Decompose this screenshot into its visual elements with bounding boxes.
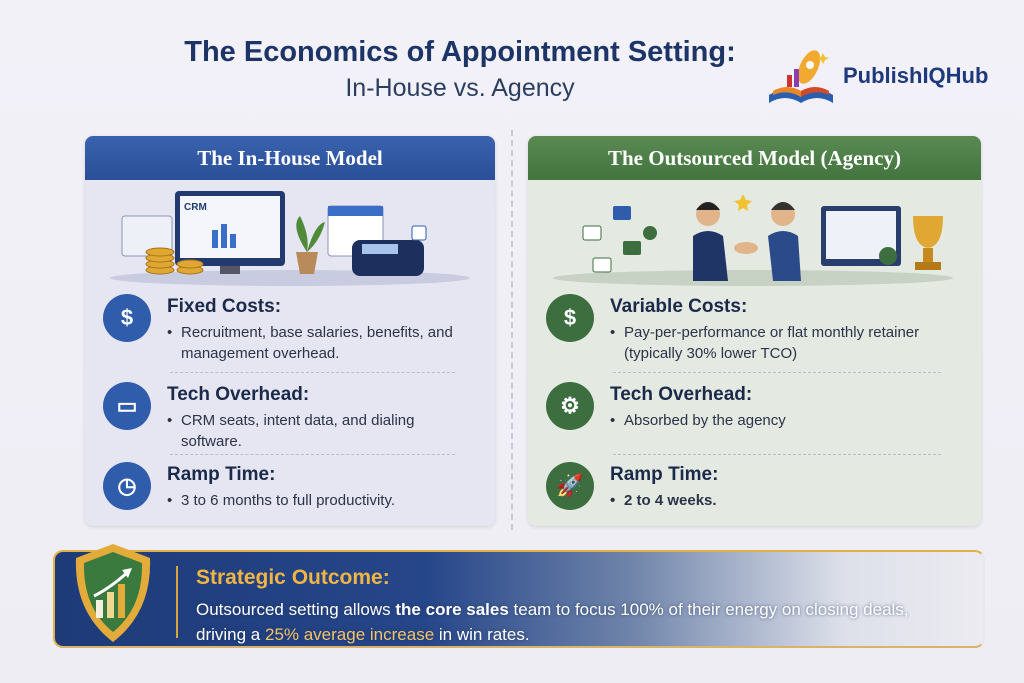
item-text: Pay-per-performance or flat monthly reta… [610, 322, 961, 364]
agency-header: The Outsourced Model (Agency) [528, 136, 981, 180]
item-text: Recruitment, base salaries, benefits, an… [167, 322, 475, 364]
shield-growth-icon [75, 544, 151, 642]
office-setup-illustration: CRM [110, 191, 470, 286]
item-text: 2 to 4 weeks. [610, 490, 718, 511]
outcome-highlight: 25% average increase [264, 625, 435, 644]
column-divider [511, 130, 513, 530]
fixed-costs-item: $ Fixed Costs: Recruitment, base salaries… [103, 294, 475, 364]
gear-icon: ⚙ [546, 382, 594, 430]
crm-label: CRM [184, 202, 207, 213]
separator [170, 454, 455, 455]
variable-costs-item: $ Variable Costs: Pay-per-performance or … [546, 294, 961, 364]
outcome-text-part: team to focus 100% of their energy on cl… [196, 600, 909, 644]
in-house-header: The In-House Model [85, 136, 495, 180]
book-rocket-logo-icon [769, 50, 833, 103]
coins-dollar-icon: $ [103, 294, 151, 342]
item-title: Fixed Costs: [167, 296, 282, 317]
ramp-time-item: 🚀 Ramp Time: 2 to 4 weeks. [546, 462, 961, 511]
clock-icon: ◷ [103, 462, 151, 510]
item-title: Tech Overhead: [610, 384, 753, 405]
item-title: Variable Costs: [610, 296, 748, 317]
flowchart-dollar-icon: $ [546, 294, 594, 342]
monitor-icon: ▭ [103, 382, 151, 430]
item-text: CRM seats, intent data, and dialing soft… [167, 410, 475, 452]
item-title: Ramp Time: [167, 464, 276, 485]
outcome-text: Outsourced setting allows the core sales… [196, 597, 916, 647]
handshake-illustration [553, 194, 953, 286]
in-house-card: The In-House Model CRM $ Fixed Costs: Rec… [85, 136, 495, 526]
rocket-icon: 🚀 [546, 462, 594, 510]
tech-overhead-item: ⚙ Tech Overhead: Absorbed by the agency [546, 382, 961, 431]
separator [613, 454, 941, 455]
page-title: The Economics of Appointment Setting: [184, 36, 736, 68]
tech-overhead-item: ▭ Tech Overhead: CRM seats, intent data, … [103, 382, 475, 452]
outcome-text-part: in win rates. [434, 625, 530, 644]
agency-card: The Outsourced Model (Agency) $ Variable… [528, 136, 981, 526]
banner-divider [176, 566, 178, 638]
separator [170, 372, 455, 373]
strategic-outcome-banner [53, 550, 985, 648]
item-title: Tech Overhead: [167, 384, 310, 405]
logo: PublishIQHub [765, 44, 995, 108]
outcome-title: Strategic Outcome: [196, 566, 390, 589]
page-subtitle: In-House vs. Agency [345, 74, 575, 102]
logo-text: PublishIQHub [843, 63, 989, 88]
ramp-time-item: ◷ Ramp Time: 3 to 6 months to full produc… [103, 462, 475, 511]
item-text: 3 to 6 months to full productivity. [167, 490, 395, 511]
item-title: Ramp Time: [610, 464, 719, 485]
separator [613, 372, 941, 373]
item-text: Absorbed by the agency [610, 410, 786, 431]
outcome-emphasis: the core sales [395, 600, 509, 619]
outcome-text-part: Outsourced setting allows [196, 600, 396, 619]
